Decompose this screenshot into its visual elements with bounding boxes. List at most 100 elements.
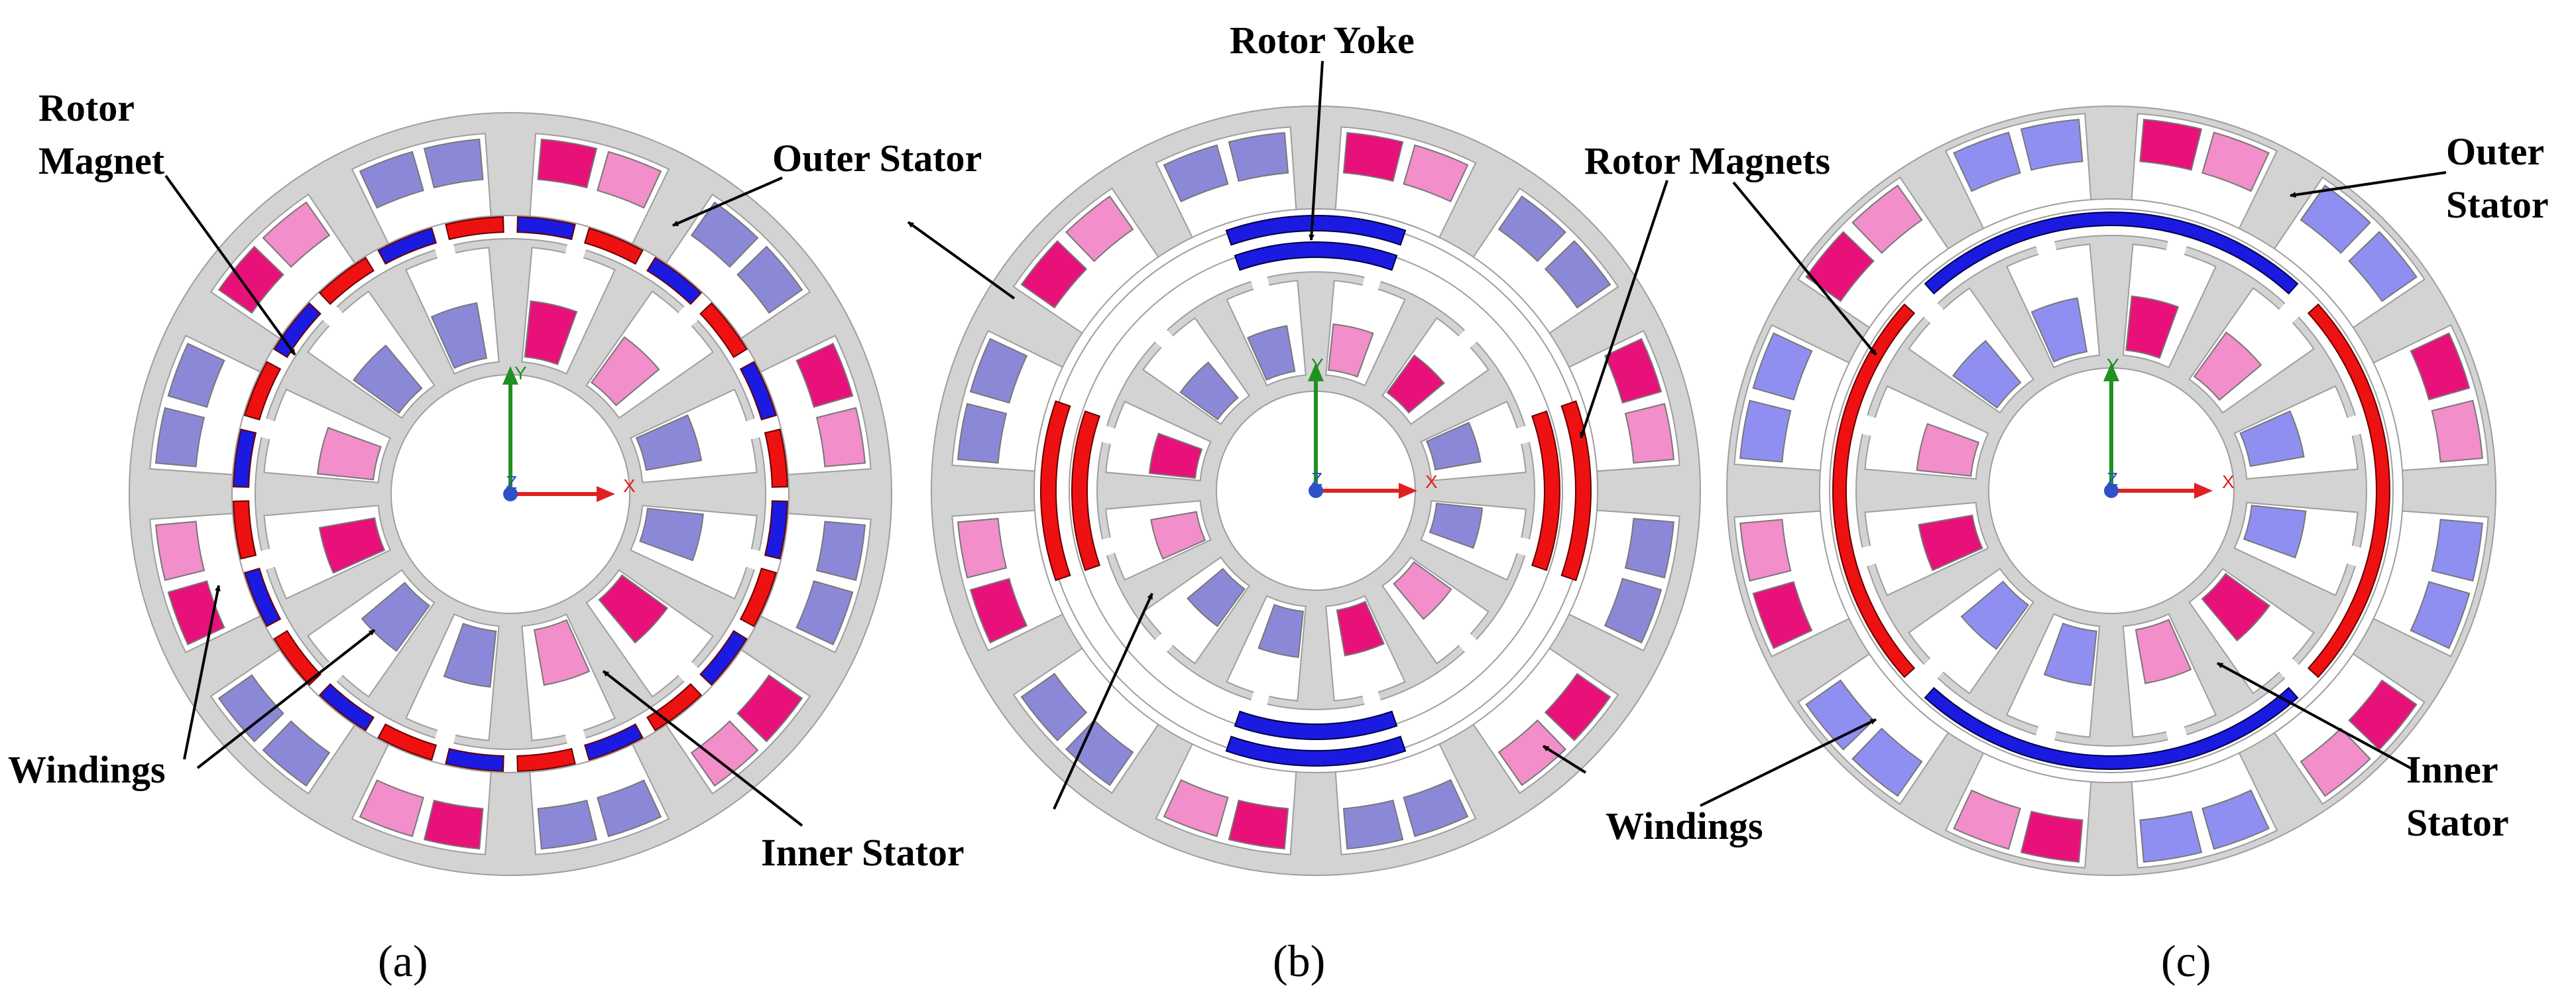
slot-opening [1101, 425, 1117, 445]
label-windings-a-text: Windings [8, 748, 166, 791]
outer-winding [2431, 519, 2483, 582]
rotor-magnet-arc [1040, 400, 1071, 582]
inner-winding [352, 344, 423, 414]
slot-opening [744, 418, 761, 440]
y-axis-head [502, 366, 518, 385]
rotor-magnet-segment [646, 683, 703, 731]
outer-winding [1851, 727, 1923, 797]
label-inner-stator-c-text: Inner [2406, 748, 2498, 791]
outer-winding [2348, 231, 2418, 302]
slot-opening [2345, 545, 2362, 567]
leader-windings-a-1 [183, 585, 221, 760]
inner-winding [430, 302, 488, 369]
outer-winding [2410, 581, 2471, 649]
outer-winding [957, 403, 1008, 464]
slot-opening [2278, 302, 2300, 324]
slot-opening [2166, 240, 2188, 257]
slot-opening [1923, 657, 1945, 679]
outer-winding [1805, 231, 1875, 302]
rotor-yoke-arc [1225, 215, 1407, 246]
outer-winding [1739, 399, 1792, 463]
rotor-magnet-segment [583, 723, 644, 761]
outer-winding [359, 151, 424, 209]
outer-winding [1342, 131, 1404, 182]
axis-y-label: Y [2107, 355, 2119, 375]
label-rotor-magnets-c [1732, 181, 1877, 356]
inner-winding [1150, 511, 1206, 560]
rotor-magnet-segment [273, 630, 322, 686]
outer-winding [969, 578, 1028, 644]
slot-opening [1250, 690, 1270, 706]
outer-winding [1403, 144, 1469, 203]
rotor-yoke-arc [1234, 710, 1398, 741]
slot-opening [1458, 633, 1478, 653]
label-outer-stator-c: Outer Stator [2290, 130, 2549, 226]
outer-winding [736, 674, 803, 743]
axis-x-label: X [623, 475, 636, 496]
rotor-magnet-segment [583, 227, 644, 265]
rotor-magnet-segment [233, 500, 257, 560]
rotor-yoke-arc [1924, 212, 2299, 295]
label-rotor-yoke: Rotor Yoke [1230, 19, 1415, 241]
slot-opening [2035, 725, 2057, 741]
inner-winding [2193, 331, 2262, 401]
y-axis-head [1308, 363, 1324, 381]
rotor-yoke-arc [1924, 686, 2299, 770]
origin-dot [503, 487, 518, 501]
outer-winding [1953, 789, 2021, 850]
leader-rotor-magnets-b [1580, 180, 1669, 438]
outer-winding [690, 720, 759, 787]
inner-winding [2239, 410, 2305, 468]
outer-winding [957, 517, 1008, 579]
inner-winding [1386, 354, 1445, 414]
leader-inner-stator-b [1053, 593, 1153, 810]
slot-opening [1250, 276, 1270, 292]
rotor-magnet-segment [516, 216, 576, 241]
rotor-magnet-segment [233, 428, 257, 488]
inner-winding [1246, 325, 1296, 381]
outer-winding [1020, 672, 1088, 741]
inner-winding [1258, 603, 1304, 659]
outer-winding [2020, 810, 2083, 863]
rotor-magnet-arc [2307, 303, 2390, 678]
outer-winding [1497, 195, 1566, 263]
rotor-magnet-arc [1560, 400, 1592, 582]
outer-winding [2139, 810, 2203, 863]
inner-winding [1328, 323, 1374, 378]
label-rotor-magnet-line1: Rotor [38, 86, 134, 129]
leader-rotor-yoke [1309, 60, 1324, 241]
outer-winding [2201, 131, 2270, 192]
slot-opening [1362, 690, 1381, 706]
outer-winding [154, 407, 205, 468]
inner-winding [443, 623, 497, 688]
outer-winding [2348, 679, 2418, 751]
rotor-magnet-segment [243, 361, 282, 421]
svg-text:Inner Stator: Inner Stator [2406, 748, 2509, 844]
inner-winding [524, 300, 578, 365]
rotor-magnet-segment [764, 428, 788, 488]
label-windings-a: Windings [8, 585, 376, 791]
inner-winding [533, 619, 591, 686]
leader-windings-a-2 [196, 629, 376, 769]
outer-winding [815, 407, 866, 468]
inner-winding [2125, 295, 2180, 359]
outer-winding [537, 138, 598, 189]
inner-winding [590, 336, 660, 407]
label-inner-stator-c-text-line2: Stator [2406, 801, 2509, 844]
outer-winding [2300, 727, 2371, 797]
slot-opening [322, 306, 344, 328]
outer-winding [2410, 332, 2471, 401]
inner-winding [1960, 580, 2030, 651]
leader-windings-c-2 [1700, 718, 1877, 807]
slot-opening [677, 306, 699, 328]
x-axis-head [2194, 483, 2213, 499]
label-inner-stator-c: Inner Stator [2217, 662, 2509, 844]
label-rotor-magnets-b: Rotor Magnets [1580, 139, 1830, 438]
outer-winding [1065, 195, 1134, 263]
rotor-magnet-arc [1071, 410, 1101, 572]
label-outer-stator-c-text: Outer [2446, 130, 2544, 173]
label-rotor-magnet: Rotor Magnet [38, 86, 296, 356]
slot-opening [2278, 657, 2300, 679]
inner-winding [1918, 514, 1983, 572]
label-rotor-yoke-text: Rotor Yoke [1230, 19, 1415, 62]
